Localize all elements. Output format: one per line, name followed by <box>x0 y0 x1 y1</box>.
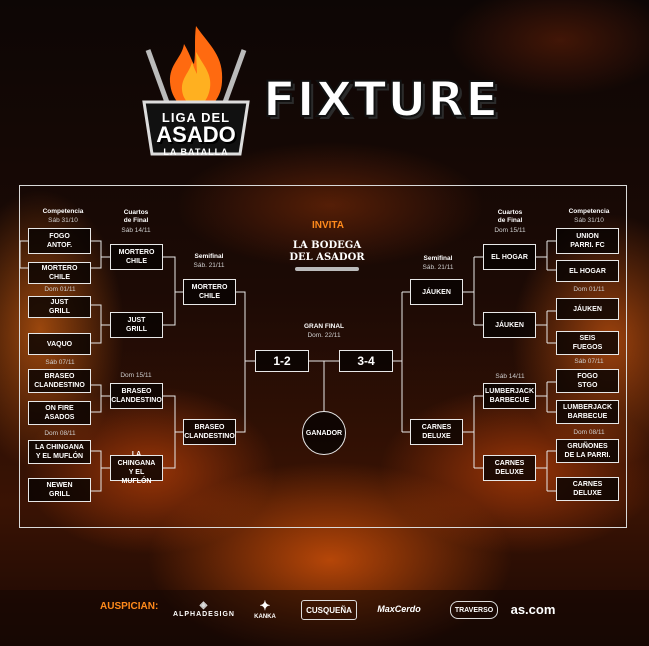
final-score-right: 3-4 <box>339 350 393 372</box>
sf-box: BRASEO CLANDESTINO <box>183 419 236 445</box>
qf-box: BRASEO CLANDESTINO <box>110 383 163 409</box>
right-date-dom01: Dom 01/11 <box>573 286 605 293</box>
left-date-dom01: Dom 01/11 <box>44 286 76 293</box>
sponsor-bar <box>0 590 649 646</box>
right-date-dom08: Dom 08/11 <box>573 429 605 436</box>
sponsor-as: as.com <box>510 601 556 617</box>
team-box: ON FIRE ASADOS <box>28 401 91 425</box>
left-sf-label: Semifinal <box>194 253 224 260</box>
left-sf-date: Sáb. 21/11 <box>193 262 225 269</box>
sf-box: MORTERO CHILE <box>183 279 236 305</box>
page-title: FIXTURE <box>262 71 500 129</box>
team-box: UNION PARRI. FC <box>556 228 619 254</box>
team-box: EL HOGAR <box>556 260 619 282</box>
team-box: GRUÑONES DE LA PARRI. <box>556 439 619 463</box>
left-qf-label: Cuartos de Final <box>123 209 149 224</box>
right-date-sab07: Sáb 07/11 <box>574 358 604 365</box>
right-qf-label: Cuartos de Final <box>497 209 523 224</box>
team-box: MORTERO CHILE <box>28 262 91 284</box>
left-competencia-label: Competencia <box>42 208 84 215</box>
team-box: CARNES DELUXE <box>556 477 619 501</box>
team-box: BRASEO CLANDESTINO <box>28 369 91 393</box>
alphadesign-icon: ◈ <box>199 600 209 611</box>
liga-del-asado-logo: LIGA DEL ASADO LA BATALLA <box>136 22 256 162</box>
left-qf-date: Sáb 14/11 <box>121 227 151 234</box>
left-date-sab07: Sáb 07/11 <box>45 359 75 366</box>
sponsor-maxcerdo: MaxCerdo <box>377 604 421 614</box>
sponsor-name: KANKA <box>254 614 276 620</box>
qf-box: MORTERO CHILE <box>110 244 163 270</box>
team-box: LUMBERJACK BARBECUE <box>556 400 619 424</box>
right-date-sab14: Sáb 14/11 <box>495 373 525 380</box>
final-score-left: 1-2 <box>255 350 309 372</box>
qf-box: JUST GRILL <box>110 312 163 338</box>
sf-box: CARNES DELUXE <box>410 419 463 445</box>
header: LIGA DEL ASADO LA BATALLA FIXTURE <box>0 0 649 170</box>
team-box: JUST GRILL <box>28 296 91 318</box>
left-date-dom08: Dom 08/11 <box>44 430 76 437</box>
team-box: LA CHINGANA Y EL MUFLÓN <box>28 440 91 464</box>
team-box: SEIS FUEGOS <box>556 331 619 355</box>
logo-liga-text: LIGA DEL <box>161 110 231 125</box>
winner-circle: GANADOR <box>302 411 346 455</box>
right-competencia-label: Competencia <box>568 208 610 215</box>
kanka-icon: ✦ <box>259 598 271 613</box>
right-competencia-date: Sáb 31/10 <box>574 217 604 224</box>
qf-box: LUMBERJACK BARBECUE <box>483 383 536 409</box>
qf-box: LA CHINGANA Y EL MUFLÓN <box>110 451 163 485</box>
team-box: JÁUKEN <box>556 298 619 320</box>
final-label: GRAN FINAL <box>303 323 345 330</box>
team-box: FOGO ANTOF. <box>28 228 91 254</box>
flame-icon <box>142 26 250 156</box>
sponsor-traverso: TRAVERSO <box>450 601 498 619</box>
knife-icon <box>295 266 359 271</box>
qf-box: CARNES DELUXE <box>483 455 536 481</box>
qf-box: EL HOGAR <box>483 244 536 270</box>
left-date-dom15: Dom 15/11 <box>120 372 152 379</box>
sponsors-label: AUSPICIAN: <box>100 601 159 612</box>
team-box: VAQUO <box>28 333 91 355</box>
sponsor-cusquena: CUSQUEÑA <box>301 600 357 620</box>
right-sf-label: Semifinal <box>423 255 453 262</box>
invita-label: INVITA <box>311 220 345 231</box>
logo-batalla-text: LA BATALLA <box>163 147 229 157</box>
sf-box: JÁUKEN <box>410 279 463 305</box>
team-box: FOGO STGO <box>556 369 619 393</box>
bracket-frame <box>19 185 627 528</box>
right-qf-date: Dom 15/11 <box>494 227 526 234</box>
sponsor-alphadesign: ◈ ALPHADESIGN <box>168 596 240 622</box>
logo-asado-text: ASADO <box>156 122 236 147</box>
team-box: NEWEN GRILL <box>28 478 91 502</box>
right-sf-date: Sáb. 21/11 <box>422 264 454 271</box>
sponsor-kanka: ✦ KANKA <box>248 596 282 622</box>
left-competencia-date: Sáb 31/10 <box>48 217 78 224</box>
qf-box: JÁUKEN <box>483 312 536 338</box>
sponsor-name: ALPHADESIGN <box>173 611 235 618</box>
bodega-name: LA BODEGA DEL ASADOR <box>289 239 365 263</box>
bodega-del-asador-logo: LA BODEGA DEL ASADOR <box>285 234 369 276</box>
final-date: Dom. 22/11 <box>307 332 341 339</box>
